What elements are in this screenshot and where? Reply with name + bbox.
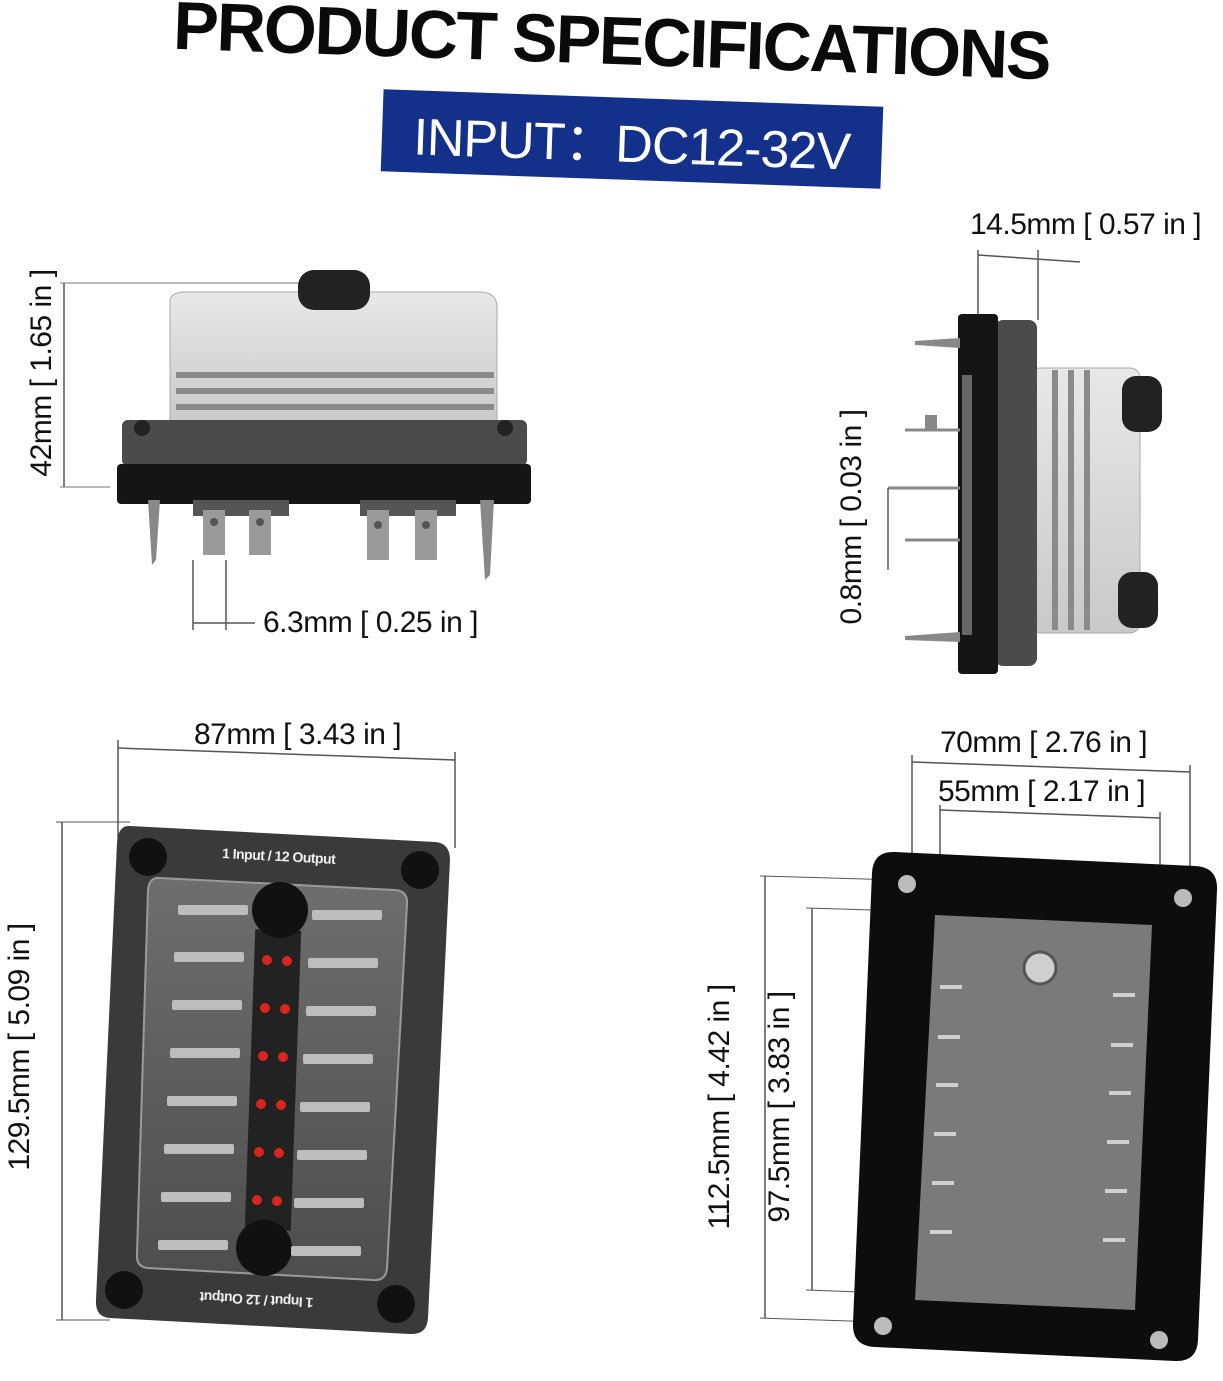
side-view — [887, 250, 1162, 674]
pin-thickness-dimension: 0.8mm [ 0.03 in ] — [835, 409, 868, 625]
top-width-dimension: 87mm [ 3.43 in ] — [194, 718, 402, 751]
front-view — [60, 270, 531, 630]
back-inner-width-dimension: 55mm [ 2.17 in ] — [938, 775, 1146, 808]
terminal-width-dimension: 6.3mm [ 0.25 in ] — [263, 606, 478, 639]
top-height-dimension: 129.5mm [ 5.09 in ] — [3, 923, 36, 1171]
front-height-dimension: 42mm [ 1.65 in ] — [25, 269, 58, 477]
side-thickness-dimension: 14.5mm [ 0.57 in ] — [970, 208, 1202, 241]
back-outer-width-dimension: 70mm [ 2.76 in ] — [940, 726, 1148, 759]
top-view — [56, 740, 456, 1335]
back-outer-height-dimension: 112.5mm [ 4.42 in ] — [703, 984, 736, 1230]
back-inner-height-dimension: 97.5mm [ 3.83 in ] — [763, 991, 796, 1223]
back-view — [759, 755, 1218, 1362]
